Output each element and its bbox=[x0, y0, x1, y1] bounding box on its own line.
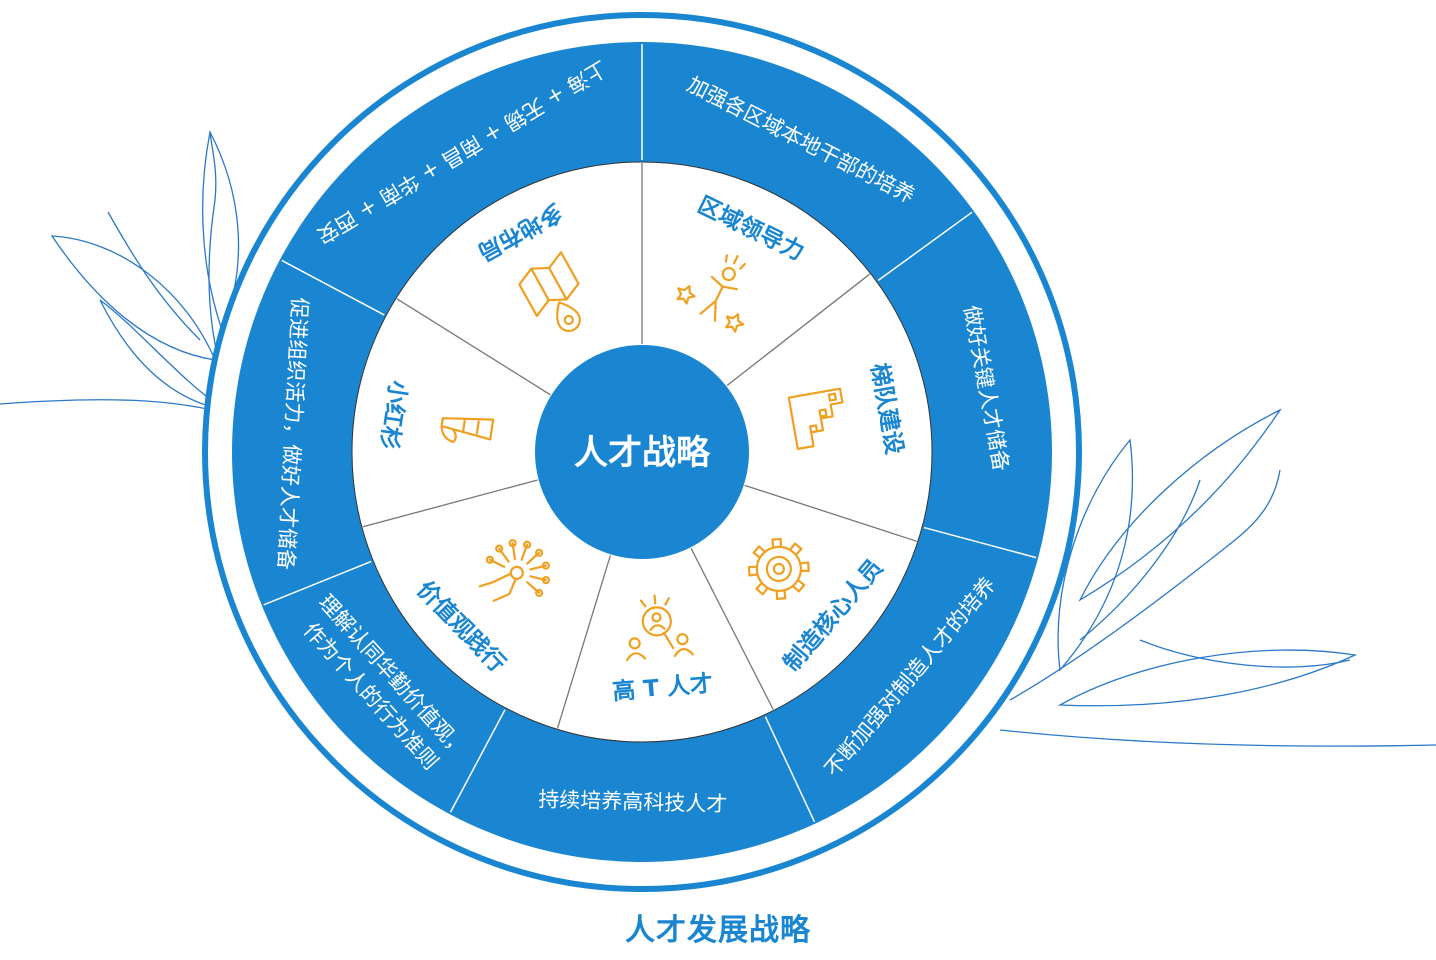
outer-dividers bbox=[263, 44, 1037, 823]
outer-divider-line bbox=[281, 259, 385, 316]
center-label: 人才战略 bbox=[574, 433, 711, 473]
inner-icons bbox=[440, 251, 844, 662]
right-leaf-2 bbox=[1057, 438, 1134, 672]
center-circle bbox=[535, 345, 749, 559]
talent-search-icon bbox=[625, 594, 694, 662]
outer-divider-line bbox=[923, 526, 1037, 559]
right-leaf-vein bbox=[1139, 639, 1351, 668]
leadership-person-stars-icon bbox=[676, 254, 746, 333]
outer-divider-line bbox=[263, 560, 372, 606]
right-leaf-3 bbox=[1057, 649, 1358, 707]
outer-divider-line bbox=[764, 716, 816, 823]
right-leaf-vein-2 bbox=[1079, 479, 1201, 641]
footer-title: 人才发展战略 bbox=[625, 913, 811, 948]
right-swoosh-line bbox=[999, 729, 1436, 747]
gear-icon bbox=[747, 537, 810, 600]
inner-divider-line bbox=[362, 479, 538, 528]
map-location-icon bbox=[518, 251, 581, 333]
right-leaf-1 bbox=[1078, 408, 1282, 602]
inner-dividers bbox=[362, 163, 918, 729]
echelon-blocks-icon bbox=[787, 387, 844, 450]
left-leaf-vein bbox=[107, 211, 201, 341]
sapling-icon bbox=[440, 417, 495, 444]
inner-divider-line bbox=[726, 273, 871, 387]
inner-divider-line bbox=[690, 547, 774, 710]
inner-divider-line bbox=[396, 298, 551, 396]
outer-divider-line bbox=[449, 709, 506, 813]
values-network-icon bbox=[478, 539, 551, 602]
inner-divider-line bbox=[556, 555, 612, 729]
inner-divider-line bbox=[744, 484, 918, 542]
outer-divider-line bbox=[877, 211, 973, 281]
outer-segment-label: 持续培养高科技人才 bbox=[538, 787, 728, 816]
